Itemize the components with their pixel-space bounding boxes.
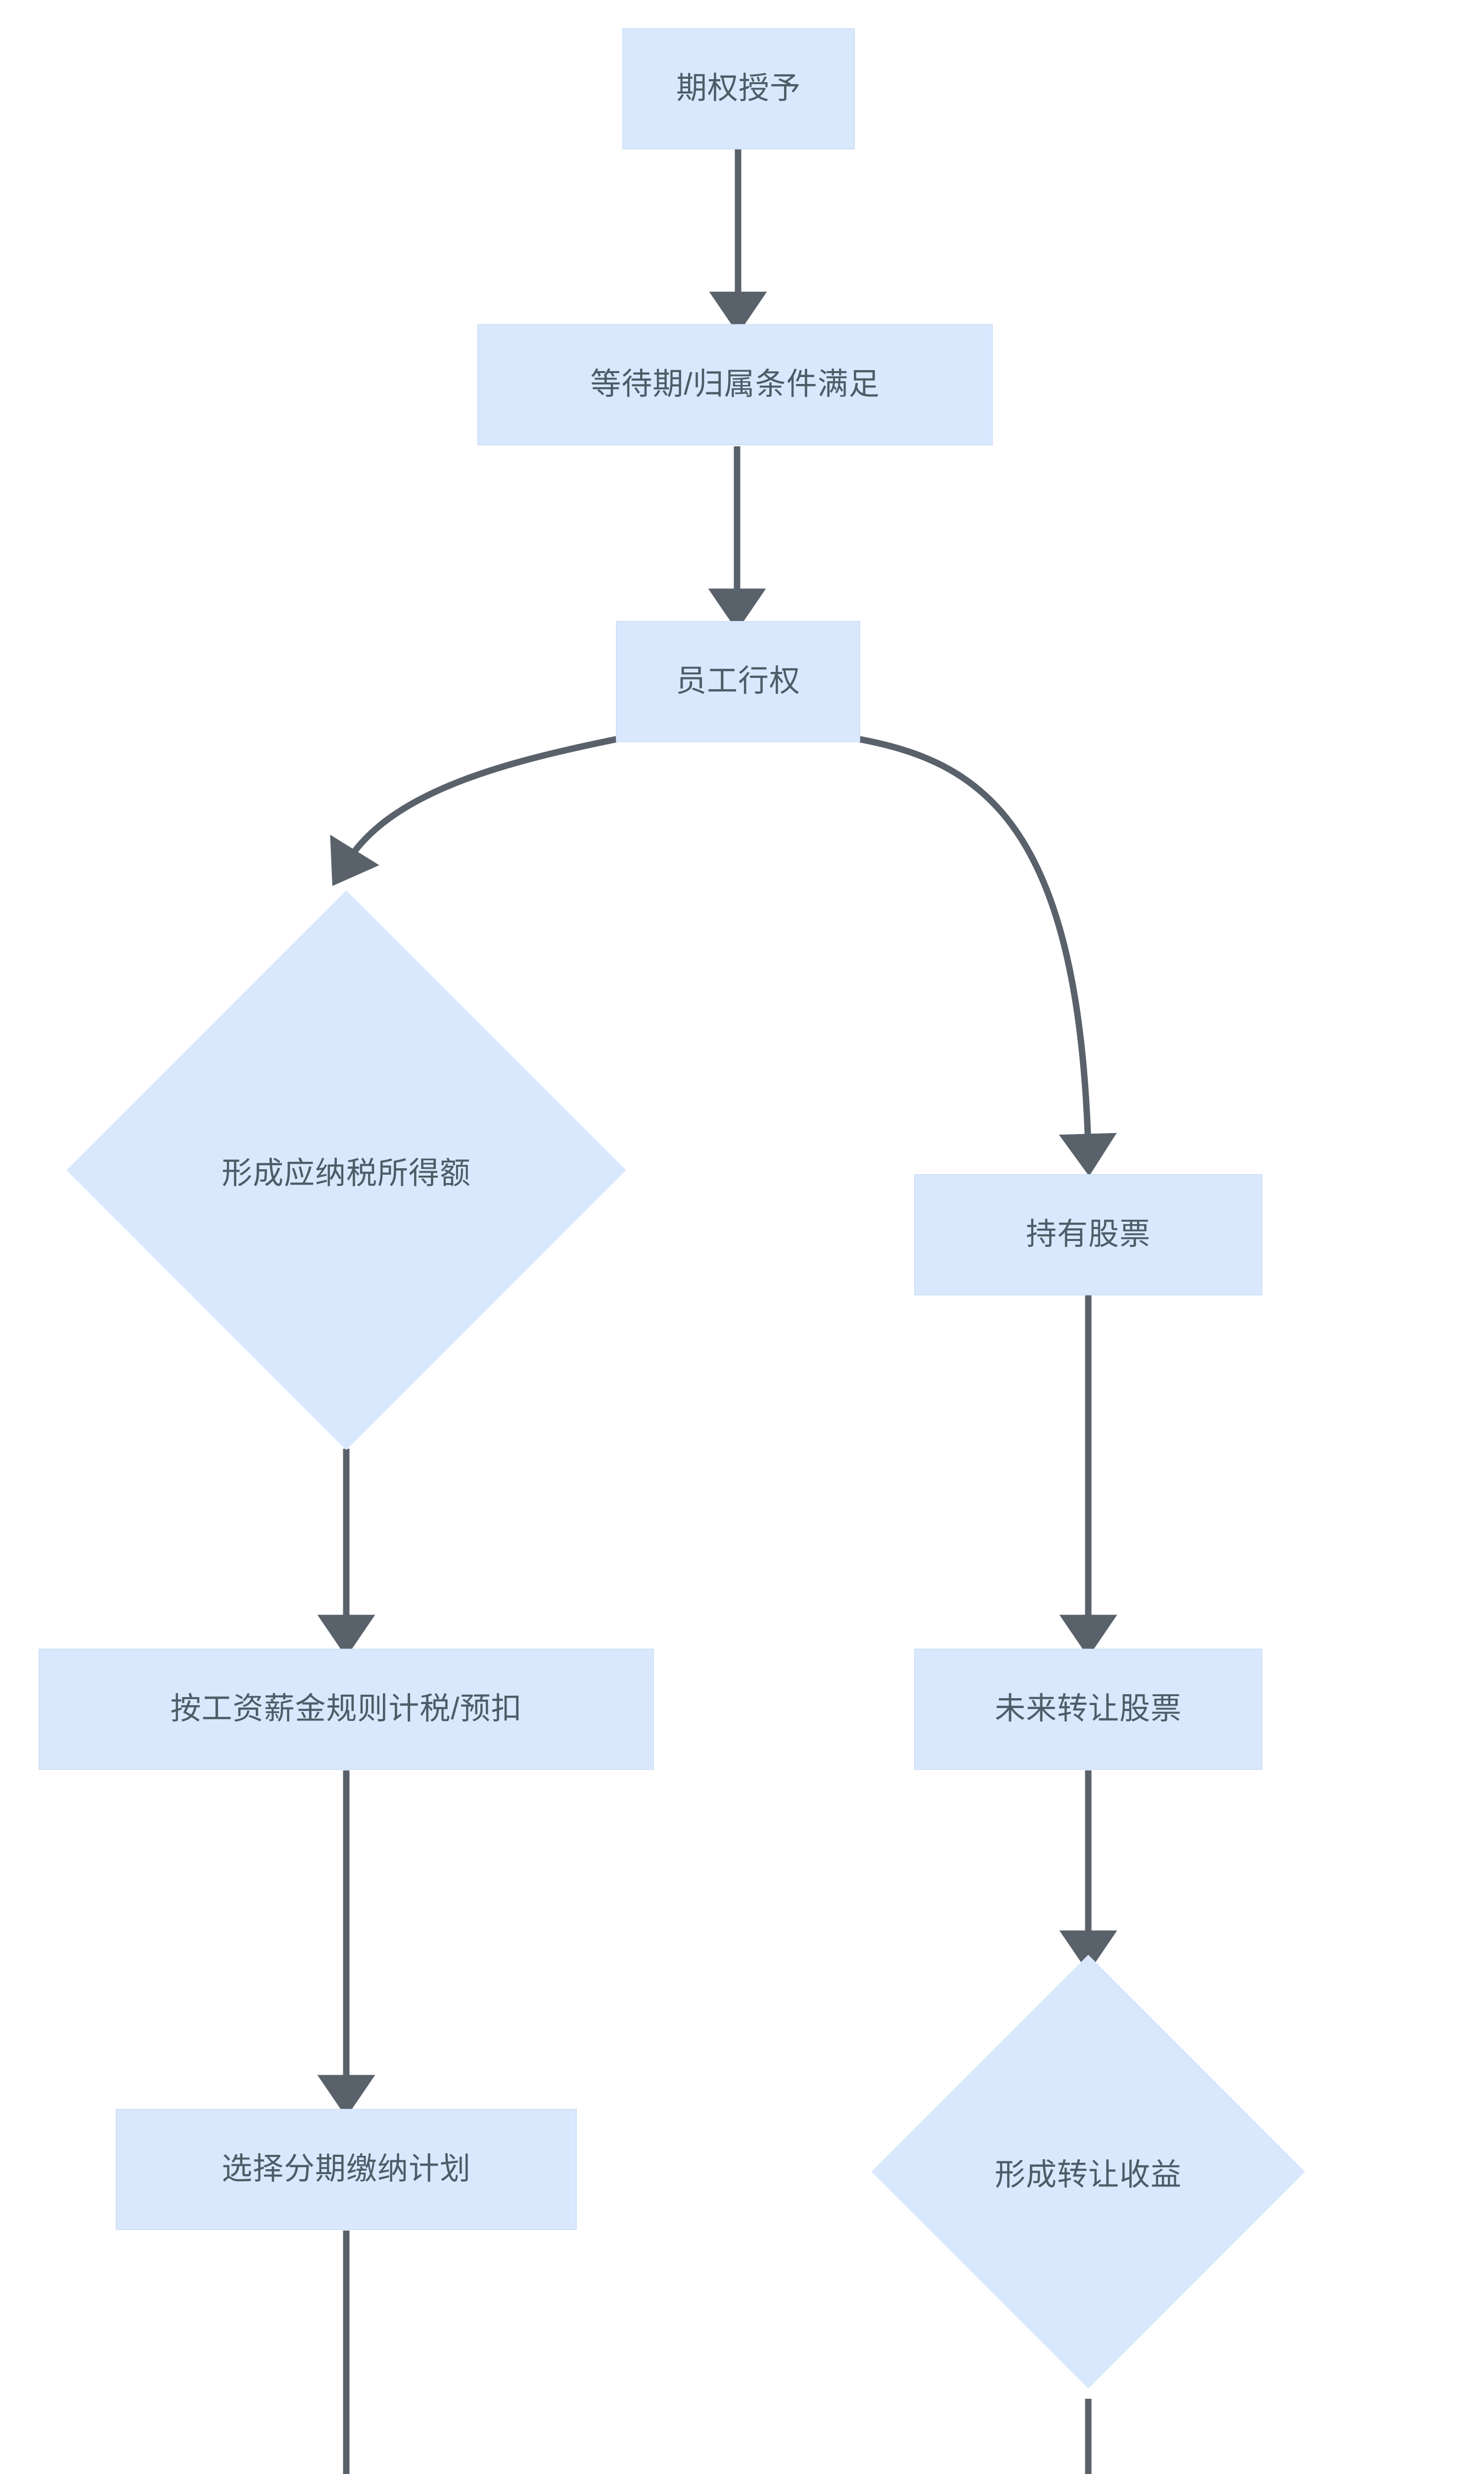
node-label: 形成应纳税所得额 [221, 1156, 471, 1190]
node-transfer-gain-formed[interactable]: 形成转让收益 [871, 1954, 1305, 2389]
node-label: 持有股票 [1025, 1217, 1151, 1252]
node-vesting-conditions-met[interactable]: 等待期/归属条件满足 [477, 324, 993, 445]
node-taxable-income-formed[interactable]: 形成应纳税所得额 [66, 890, 626, 1450]
node-employee-exercise[interactable]: 员工行权 [616, 621, 860, 742]
edge-n3-n4 [330, 736, 620, 886]
node-label: 按工资薪金规则计税/预扣 [170, 1692, 522, 1726]
node-future-stock-transfer[interactable]: 未来转让股票 [914, 1649, 1262, 1770]
node-salary-rule-withholding[interactable]: 按工资薪金规则计税/预扣 [39, 1649, 654, 1770]
node-hold-stock[interactable]: 持有股票 [914, 1174, 1262, 1295]
node-option-grant[interactable]: 期权授予 [622, 28, 855, 149]
node-label: 员工行权 [675, 664, 800, 699]
node-label: 选择分期缴纳计划 [221, 2152, 471, 2187]
node-label: 形成转让收益 [994, 2158, 1182, 2192]
node-label-wrap: 形成转让收益 [935, 2018, 1242, 2325]
edge-n3-n5 [856, 736, 1117, 1177]
node-label-wrap: 形成应纳税所得额 [148, 972, 544, 1368]
node-label: 期权授予 [676, 71, 801, 106]
node-choose-installment-plan[interactable]: 选择分期缴纳计划 [116, 2109, 577, 2230]
node-label: 等待期/归属条件满足 [590, 367, 880, 402]
node-label: 未来转让股票 [994, 1692, 1182, 1726]
